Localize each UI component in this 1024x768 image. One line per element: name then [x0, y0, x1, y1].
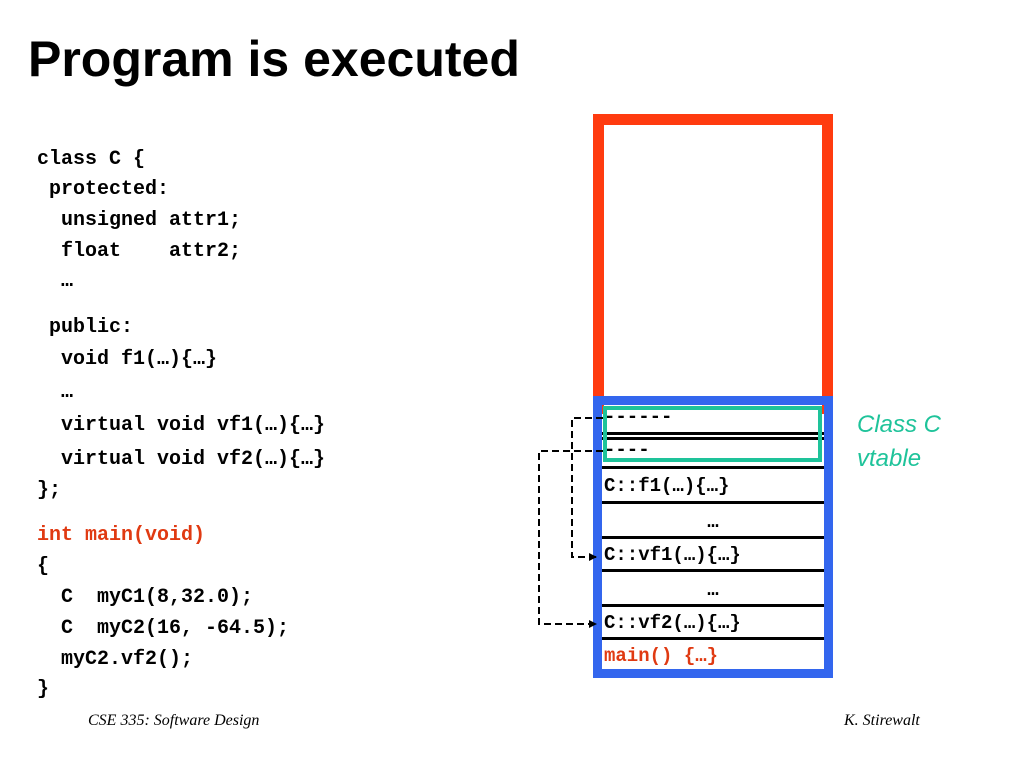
memory-divider-4: [602, 569, 824, 572]
code-line-main-decl: int main(void): [37, 524, 206, 547]
memory-divider-2: [602, 501, 824, 504]
code-line-myc1: C myC1(8,32.0);: [37, 586, 254, 609]
code-line-f1: void f1(…){…}: [37, 348, 218, 371]
memory-cell-ellipsis-1: …: [707, 511, 719, 533]
code-line-ellipsis-2: …: [37, 381, 74, 404]
vtable-entry-vf1: ------: [604, 406, 673, 428]
code-line-attr2: float attr2;: [37, 240, 242, 263]
memory-cell-f1: C::f1(…){…}: [604, 475, 730, 497]
program-memory-frame: [593, 114, 833, 414]
vtable-divider-1: [602, 432, 824, 435]
memory-divider-5: [602, 604, 824, 607]
code-line-ellipsis-1: …: [37, 270, 74, 293]
code-line-call-vf2: myC2.vf2();: [37, 648, 194, 671]
code-line-class-decl: class C {: [37, 148, 146, 171]
vtable-highlight-box: [603, 406, 822, 462]
memory-divider-1: [602, 466, 824, 469]
code-line-class-end: };: [37, 479, 62, 502]
vtable-label-line1: Class C: [857, 411, 942, 438]
memory-cell-vf2: C::vf2(…){…}: [604, 612, 741, 634]
vtable-label-line2: vtable: [857, 445, 922, 472]
memory-divider-3: [602, 536, 824, 539]
code-line-myc2: C myC2(16, -64.5);: [37, 617, 290, 640]
memory-cell-main: main() {…}: [604, 645, 719, 667]
footer-course: CSE 335: Software Design: [88, 712, 260, 729]
code-line-close-brace: }: [37, 678, 50, 701]
code-line-vf2: virtual void vf2(…){…}: [37, 448, 326, 471]
code-line-open-brace: {: [37, 555, 50, 578]
memory-cell-vf1: C::vf1(…){…}: [604, 544, 741, 566]
code-line-public: public:: [37, 316, 134, 339]
vtable-divider-2: [602, 437, 824, 440]
code-line-vf1: virtual void vf1(…){…}: [37, 414, 326, 437]
code-line-protected: protected:: [37, 178, 170, 201]
slide-title: Program is executed: [28, 31, 520, 87]
memory-divider-6: [602, 637, 824, 640]
code-line-attr1: unsigned attr1;: [37, 209, 242, 232]
vtable-entry-vf2: ----: [604, 439, 650, 461]
footer-author: K. Stirewalt: [844, 712, 920, 729]
memory-cell-ellipsis-2: …: [707, 579, 719, 601]
